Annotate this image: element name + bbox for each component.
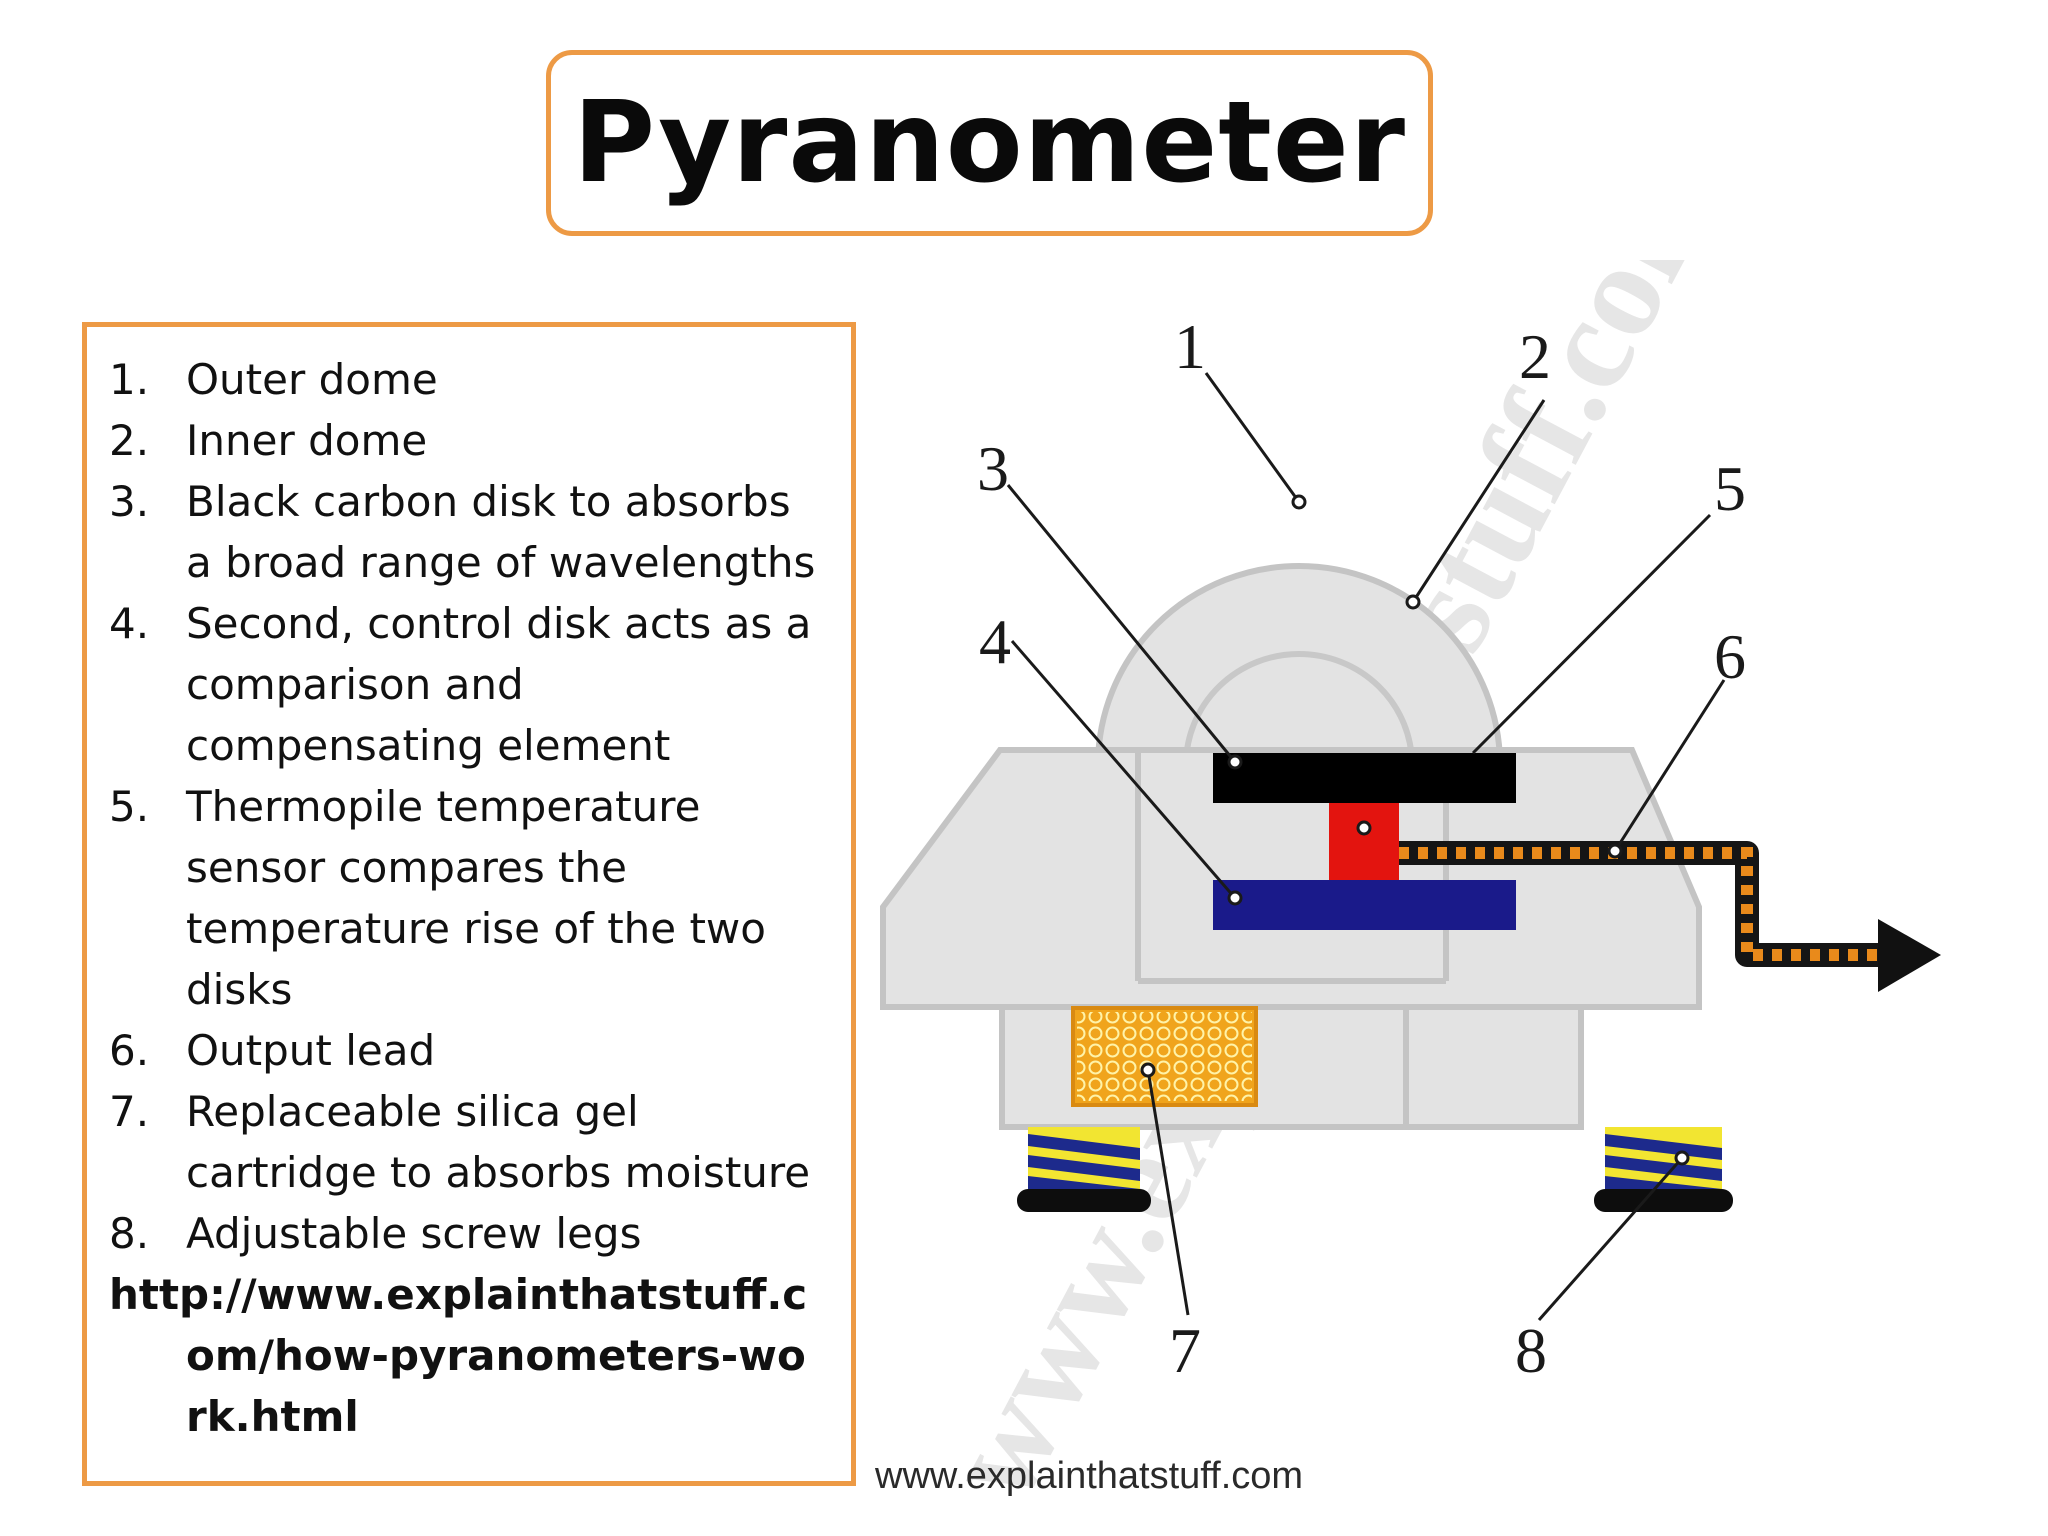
legend-item-outer-dome: 1. Outer dome bbox=[109, 349, 825, 410]
legend-item-silica-gel: 7. Replaceable silica gel cartridge to ab… bbox=[109, 1081, 825, 1203]
output-lead-dashes bbox=[1399, 847, 1901, 961]
control-disk bbox=[1213, 880, 1516, 930]
legend-item-control-disk: 4. Second, control disk acts as a compari… bbox=[109, 593, 825, 776]
cartridge-dots bbox=[1077, 1012, 1252, 1101]
housing bbox=[880, 747, 1702, 1130]
callout-3: 3 bbox=[977, 433, 1009, 504]
callout-6: 6 bbox=[1714, 621, 1746, 692]
callout-dots bbox=[1140, 494, 1690, 1166]
legend-number: 7. bbox=[109, 1087, 150, 1136]
legend-number: 6. bbox=[109, 1026, 150, 1075]
legend-text: Outer dome bbox=[186, 355, 438, 404]
callout-2: 2 bbox=[1519, 321, 1551, 392]
left-screw-leg bbox=[1017, 1127, 1151, 1212]
legend-number: 8. bbox=[109, 1209, 150, 1258]
legend-text: Thermopile temperature sensor compares t… bbox=[186, 782, 766, 1014]
callout-5: 5 bbox=[1714, 453, 1746, 524]
legend-text: Black carbon disk to absorbs a broad ran… bbox=[186, 477, 816, 587]
thermopile-sensor bbox=[1329, 803, 1399, 880]
callout-4: 4 bbox=[979, 606, 1011, 677]
callout-1: 1 bbox=[1174, 311, 1206, 382]
legend-box: 1. Outer dome 2. Inner dome 3. Black carbon… bbox=[82, 322, 856, 1486]
legend-item-inner-dome: 2. Inner dome bbox=[109, 410, 825, 471]
legend-number: 3. bbox=[109, 477, 150, 526]
legend-text: Adjustable screw legs bbox=[186, 1209, 642, 1258]
legend-number: 2. bbox=[109, 416, 150, 465]
inner-dome bbox=[1183, 651, 1415, 766]
legend-text: Inner dome bbox=[186, 416, 428, 465]
output-arrow-icon bbox=[1878, 919, 1941, 992]
black-carbon-disk bbox=[1213, 753, 1516, 803]
legend-text: Second, control disk acts as a compariso… bbox=[186, 599, 812, 770]
legend-number: 4. bbox=[109, 599, 150, 648]
legend-item-screw-legs: 8. Adjustable screw legs bbox=[109, 1203, 825, 1264]
diagram-credit: www.explainthatstuff.com bbox=[874, 1455, 1303, 1497]
callout-8: 8 bbox=[1515, 1315, 1547, 1386]
legend-text: Output lead bbox=[186, 1026, 436, 1075]
callout-7: 7 bbox=[1169, 1315, 1201, 1386]
right-screw-leg bbox=[1594, 1127, 1733, 1212]
leader-lines bbox=[1006, 372, 1726, 1321]
legend-number: 5. bbox=[109, 782, 150, 831]
legend-number: 1. bbox=[109, 355, 150, 404]
legend-item-black-disk: 3. Black carbon disk to absorbs a broad r… bbox=[109, 471, 825, 593]
legend-item-thermopile: 5. Thermopile temperature sensor compares… bbox=[109, 776, 825, 1020]
page-title: Pyranometer bbox=[572, 78, 1407, 208]
legend-text: Replaceable silica gel cartridge to abso… bbox=[186, 1087, 811, 1197]
title-box: Pyranometer bbox=[546, 50, 1433, 236]
legend-item-output-lead: 6. Output lead bbox=[109, 1020, 825, 1081]
source-url[interactable]: http://www.explainthatstuff.com/how-pyra… bbox=[109, 1270, 808, 1441]
legend-list: 1. Outer dome 2. Inner dome 3. Black carbon… bbox=[109, 349, 825, 1264]
pyranometer-diagram: www.explainthatstuff.com bbox=[815, 260, 2048, 1536]
